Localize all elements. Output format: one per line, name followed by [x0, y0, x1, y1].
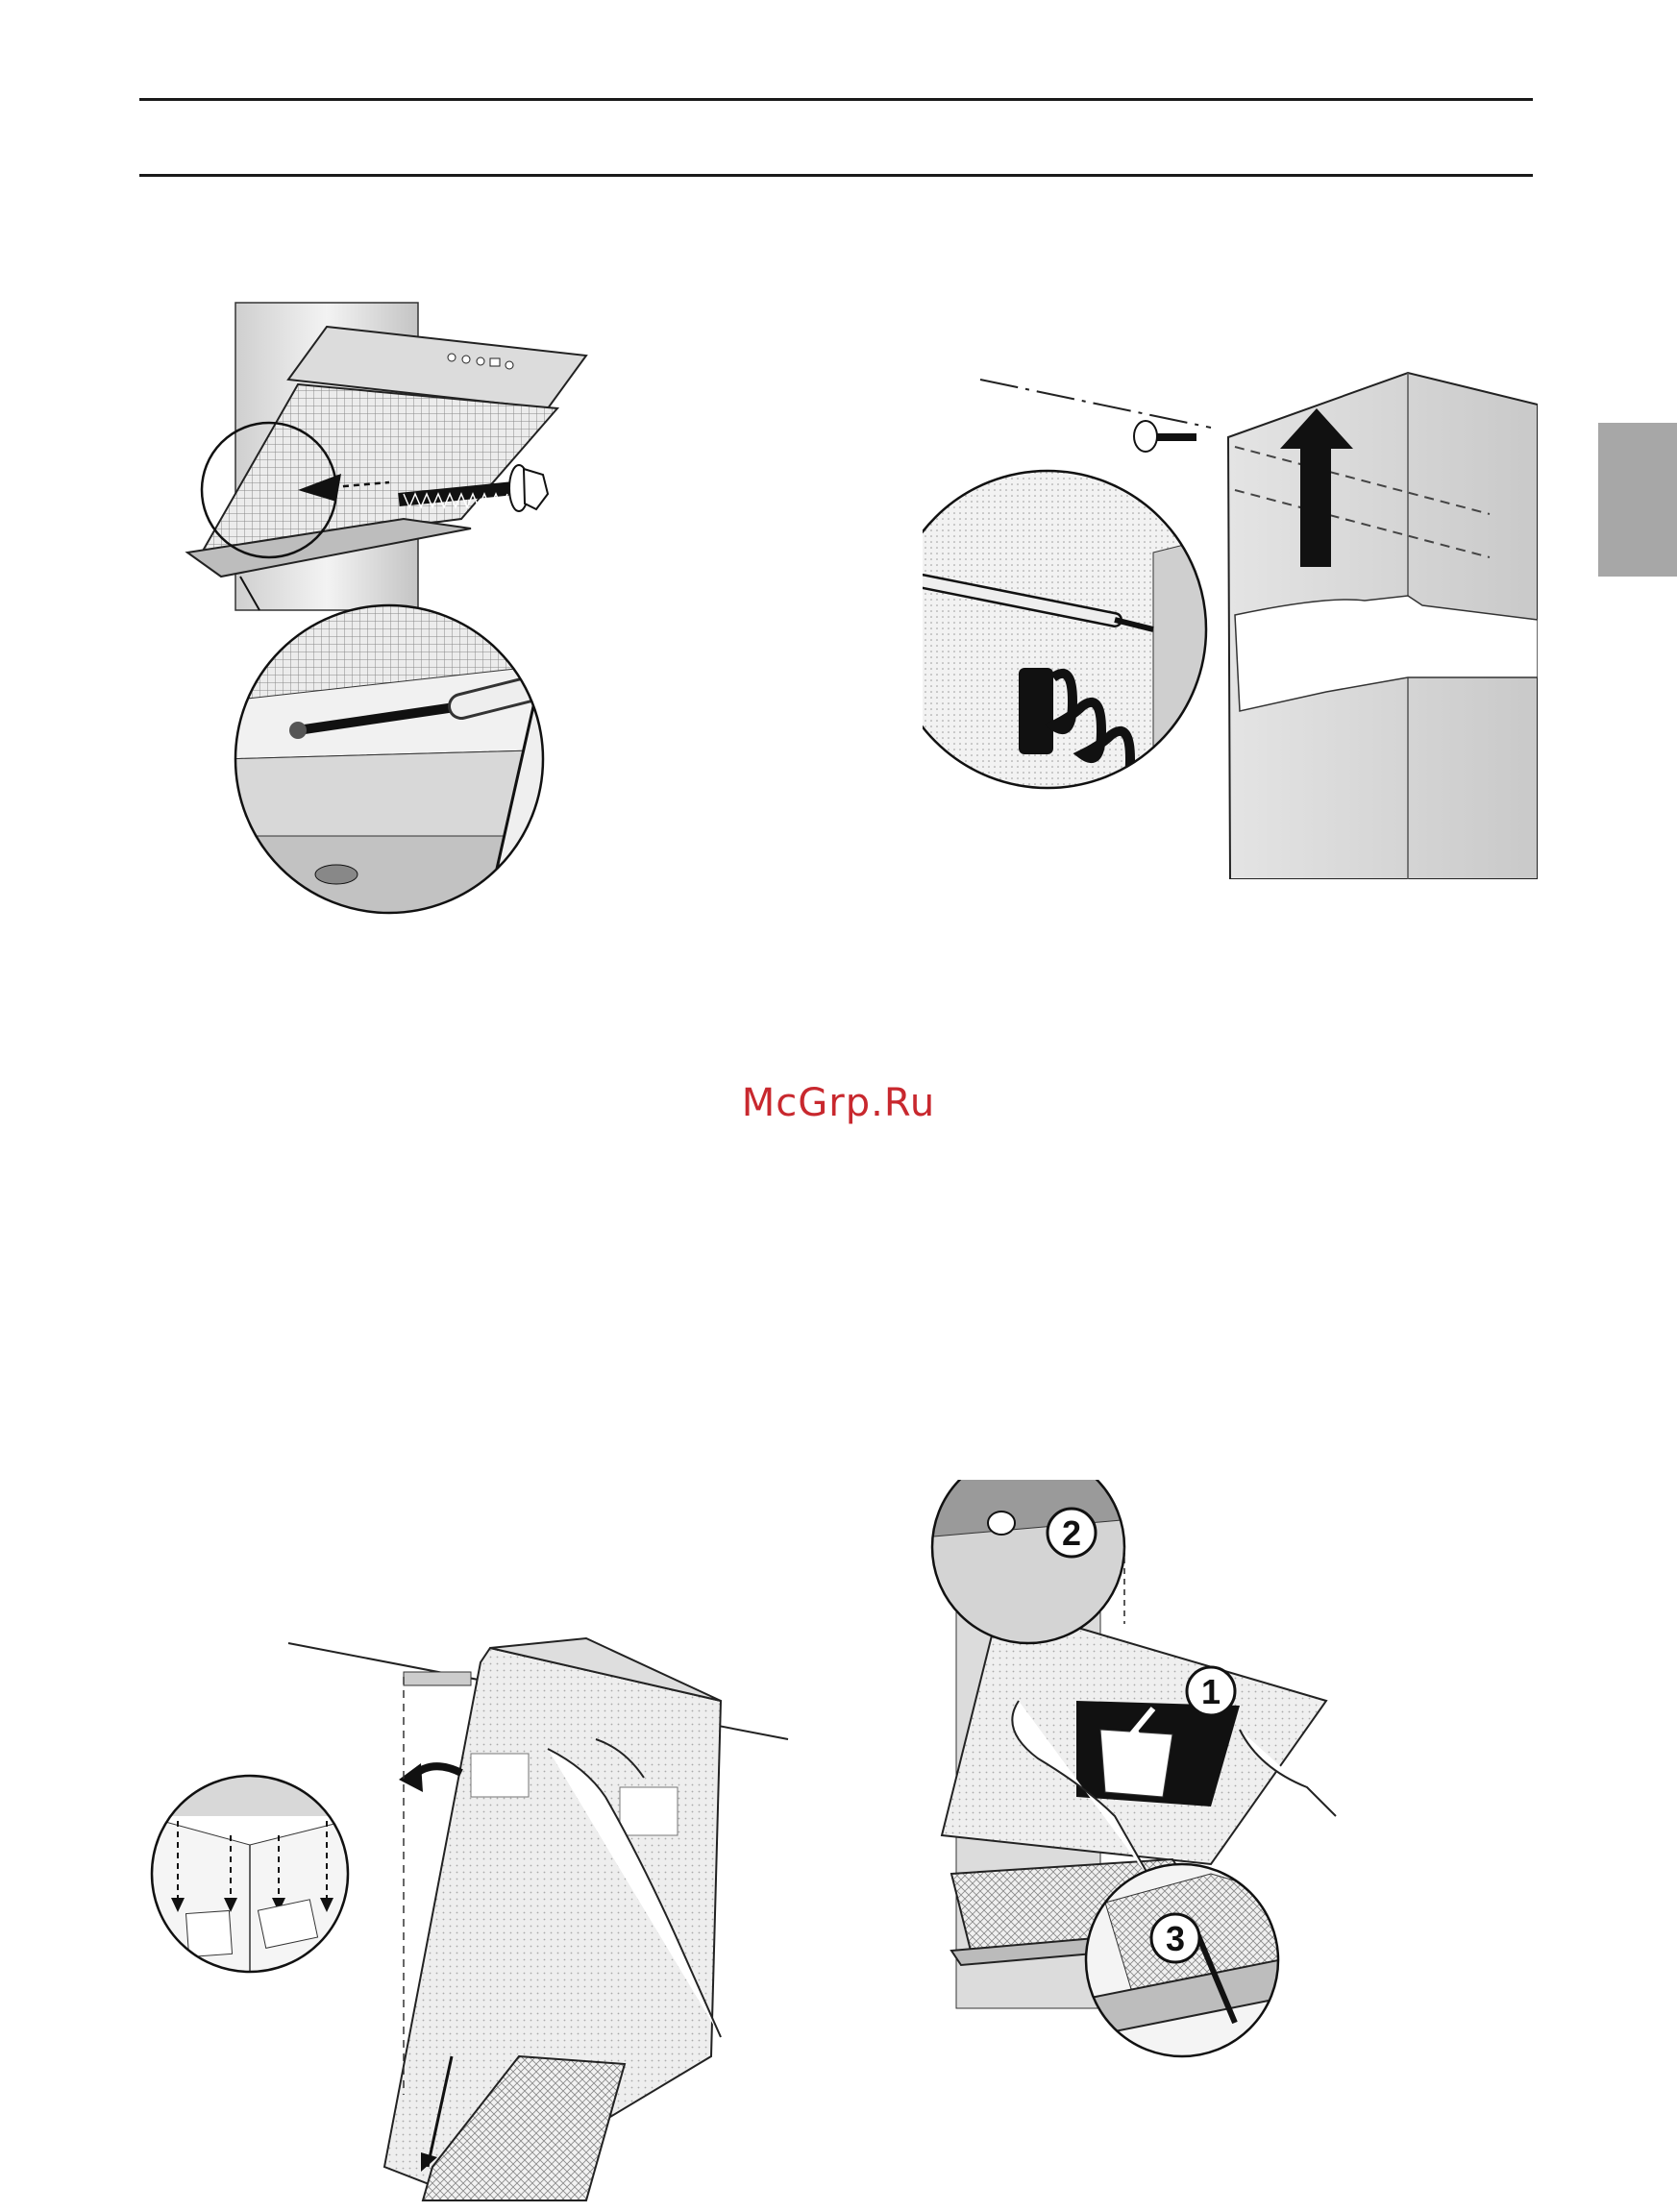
step-1-badge: 1 — [1187, 1667, 1235, 1715]
step-3-badge: 3 — [1151, 1914, 1199, 1962]
detail-circle-bottom — [221, 596, 584, 922]
screw-icon — [1134, 421, 1196, 452]
figure-chimney-placement — [144, 1634, 798, 2210]
arrow-left-icon — [399, 1763, 461, 1792]
step-3-label: 3 — [1166, 1919, 1185, 1958]
detail-circle-pads — [144, 1758, 365, 1979]
figure-chimney-fixing — [923, 360, 1538, 879]
step-1-label: 1 — [1201, 1672, 1221, 1711]
figure-filter-steps: 1 2 3 — [923, 1480, 1538, 2076]
header-rule-bottom — [139, 174, 1533, 177]
detail-circle-bottom-step3: 3 — [1086, 1864, 1278, 2056]
step-2-badge: 2 — [1048, 1509, 1096, 1557]
figure-hood-screw-fixing — [183, 298, 778, 922]
detail-circle-wall — [923, 466, 1230, 793]
step-2-label: 2 — [1062, 1513, 1081, 1553]
watermark-text: McGrp.Ru — [0, 1081, 1677, 1125]
header-rule-top — [139, 98, 1533, 101]
section-tab — [1598, 423, 1677, 577]
